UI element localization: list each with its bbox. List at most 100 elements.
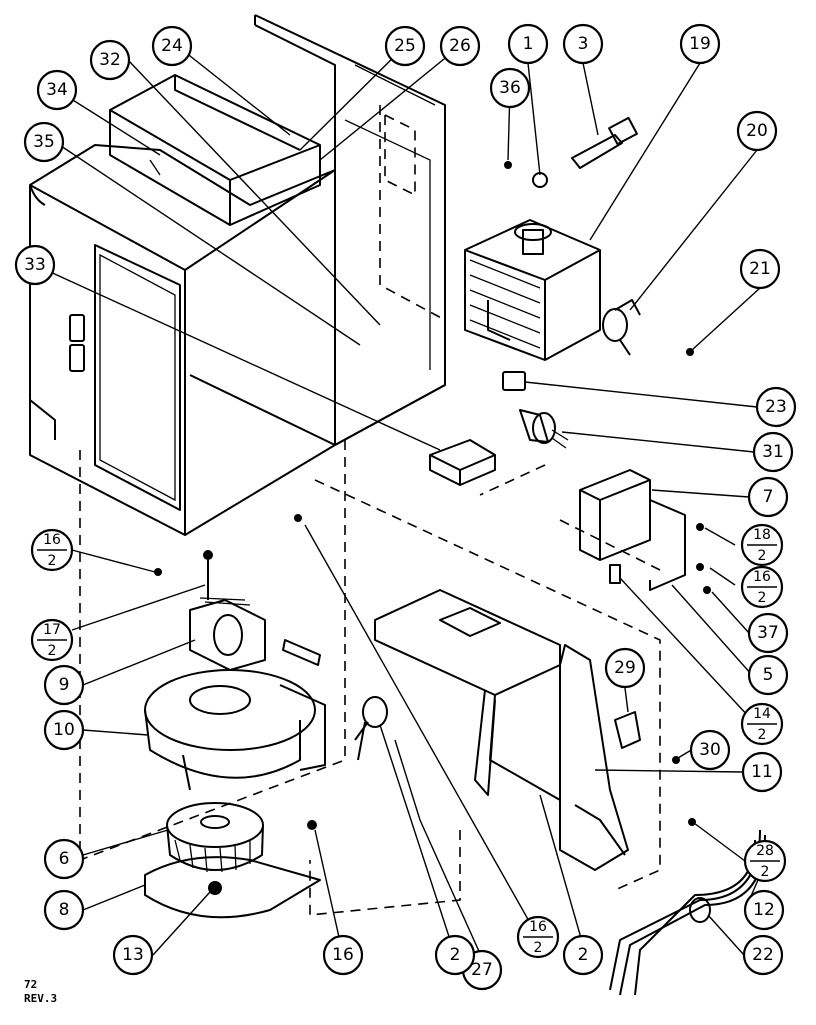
fraction-bottom: 2 (48, 553, 57, 569)
top-panel-assembly (109, 74, 321, 226)
fraction-top: 18 (753, 527, 771, 543)
fraction-bottom: 2 (48, 643, 57, 659)
fraction-callout-17-2: 17 2 (30, 618, 74, 662)
base-plate (144, 856, 321, 919)
callout-label: 1 (523, 34, 534, 54)
callout-2-left: 2 (434, 934, 476, 976)
callout-21: 21 (739, 248, 781, 290)
fraction-top: 17 (43, 622, 61, 638)
diode-assembly (602, 299, 641, 356)
callout-label: 11 (751, 762, 773, 782)
capacitor (519, 409, 569, 449)
callout-8: 8 (43, 889, 85, 931)
callout-26: 26 (439, 25, 481, 67)
callout-label: 2 (450, 945, 461, 965)
screws (154, 161, 711, 830)
chassis-frame (29, 14, 446, 536)
callout-1: 1 (507, 23, 549, 65)
callout-5: 5 (747, 654, 789, 696)
callout-label: 22 (752, 945, 774, 965)
callout-24: 24 (151, 25, 193, 67)
callout-label: 27 (471, 960, 493, 980)
callout-label: 33 (24, 255, 46, 275)
callout-label: 37 (757, 623, 779, 643)
micro-switch (614, 711, 641, 749)
fraction-top: 16 (43, 532, 61, 548)
fraction-bottom: 2 (758, 548, 767, 564)
fraction-callout-14-2: 14 2 (740, 702, 784, 746)
fraction-top: 14 (753, 706, 771, 722)
page-footer: 72 REV.3 (24, 978, 57, 1006)
callout-label: 24 (161, 36, 183, 56)
fraction-top: 16 (529, 919, 547, 935)
callout-19: 19 (679, 23, 721, 65)
callout-label: 5 (763, 665, 774, 685)
fraction-callout-16-2-right: 16 2 (740, 565, 784, 609)
callout-label: 30 (699, 740, 721, 760)
callout-36: 36 (489, 67, 531, 109)
lamp-socket (354, 696, 388, 761)
revision-label: REV.3 (24, 992, 58, 1005)
callout-label: 12 (753, 900, 775, 920)
mounting-bracket (374, 589, 629, 871)
callout-label: 26 (449, 36, 471, 56)
callout-34: 34 (36, 69, 78, 111)
callout-6: 6 (43, 838, 85, 880)
callout-label: 23 (765, 397, 787, 417)
callout-35: 35 (23, 121, 65, 163)
callout-7: 7 (747, 476, 789, 518)
callout-37: 37 (747, 612, 789, 654)
thermal-cutout (571, 116, 638, 169)
callout-label: 2 (578, 945, 589, 965)
rear-panel-outline (379, 105, 446, 321)
switch-bracket (579, 469, 686, 591)
leader-lines (34, 45, 761, 959)
callout-label: 6 (59, 849, 70, 869)
fan-wheel (166, 802, 264, 873)
fraction-bottom: 2 (761, 864, 770, 880)
callout-label: 36 (499, 78, 521, 98)
callout-label: 32 (99, 50, 121, 70)
fraction-top: 28 (756, 843, 774, 859)
fraction-bottom: 2 (758, 727, 767, 743)
callout-9: 9 (43, 664, 85, 706)
callout-33: 33 (14, 244, 56, 286)
callout-22: 22 (742, 934, 784, 976)
callout-label: 21 (749, 259, 771, 279)
callout-23: 23 (755, 386, 797, 428)
callout-label: 20 (746, 121, 768, 141)
center-terminal (429, 439, 496, 486)
callout-31: 31 (752, 431, 794, 473)
fan-motor (189, 560, 266, 671)
fraction-callout-18-2: 18 2 (740, 523, 784, 567)
callout-label: 25 (394, 36, 416, 56)
callout-32: 32 (89, 39, 131, 81)
callout-label: 8 (59, 900, 70, 920)
callout-10: 10 (43, 709, 85, 751)
callout-2-right: 2 (562, 934, 604, 976)
callout-12: 12 (743, 889, 785, 931)
callout-label: 19 (689, 34, 711, 54)
fraction-callout-28-2: 28 2 (743, 839, 787, 883)
callout-label: 3 (578, 34, 589, 54)
thermistor-block (502, 371, 526, 391)
fraction-bottom: 2 (758, 590, 767, 606)
thermal-fuse (282, 639, 321, 666)
callout-label: 16 (332, 945, 354, 965)
callout-20: 20 (736, 110, 778, 152)
callout-11: 11 (741, 751, 783, 793)
callout-label: 34 (46, 80, 68, 100)
page-number: 72 (24, 978, 38, 991)
callout-label: 9 (59, 675, 70, 695)
callout-16: 16 (322, 934, 364, 976)
fraction-bottom: 2 (534, 940, 543, 956)
fraction-callout-16-2-left: 16 2 (30, 528, 74, 572)
magnetron (464, 219, 601, 361)
callout-30: 30 (689, 729, 731, 771)
fraction-top: 16 (753, 569, 771, 585)
base-outline (309, 830, 461, 916)
callout-13: 13 (112, 934, 154, 976)
nut (532, 172, 548, 188)
fan-housing (144, 669, 326, 791)
